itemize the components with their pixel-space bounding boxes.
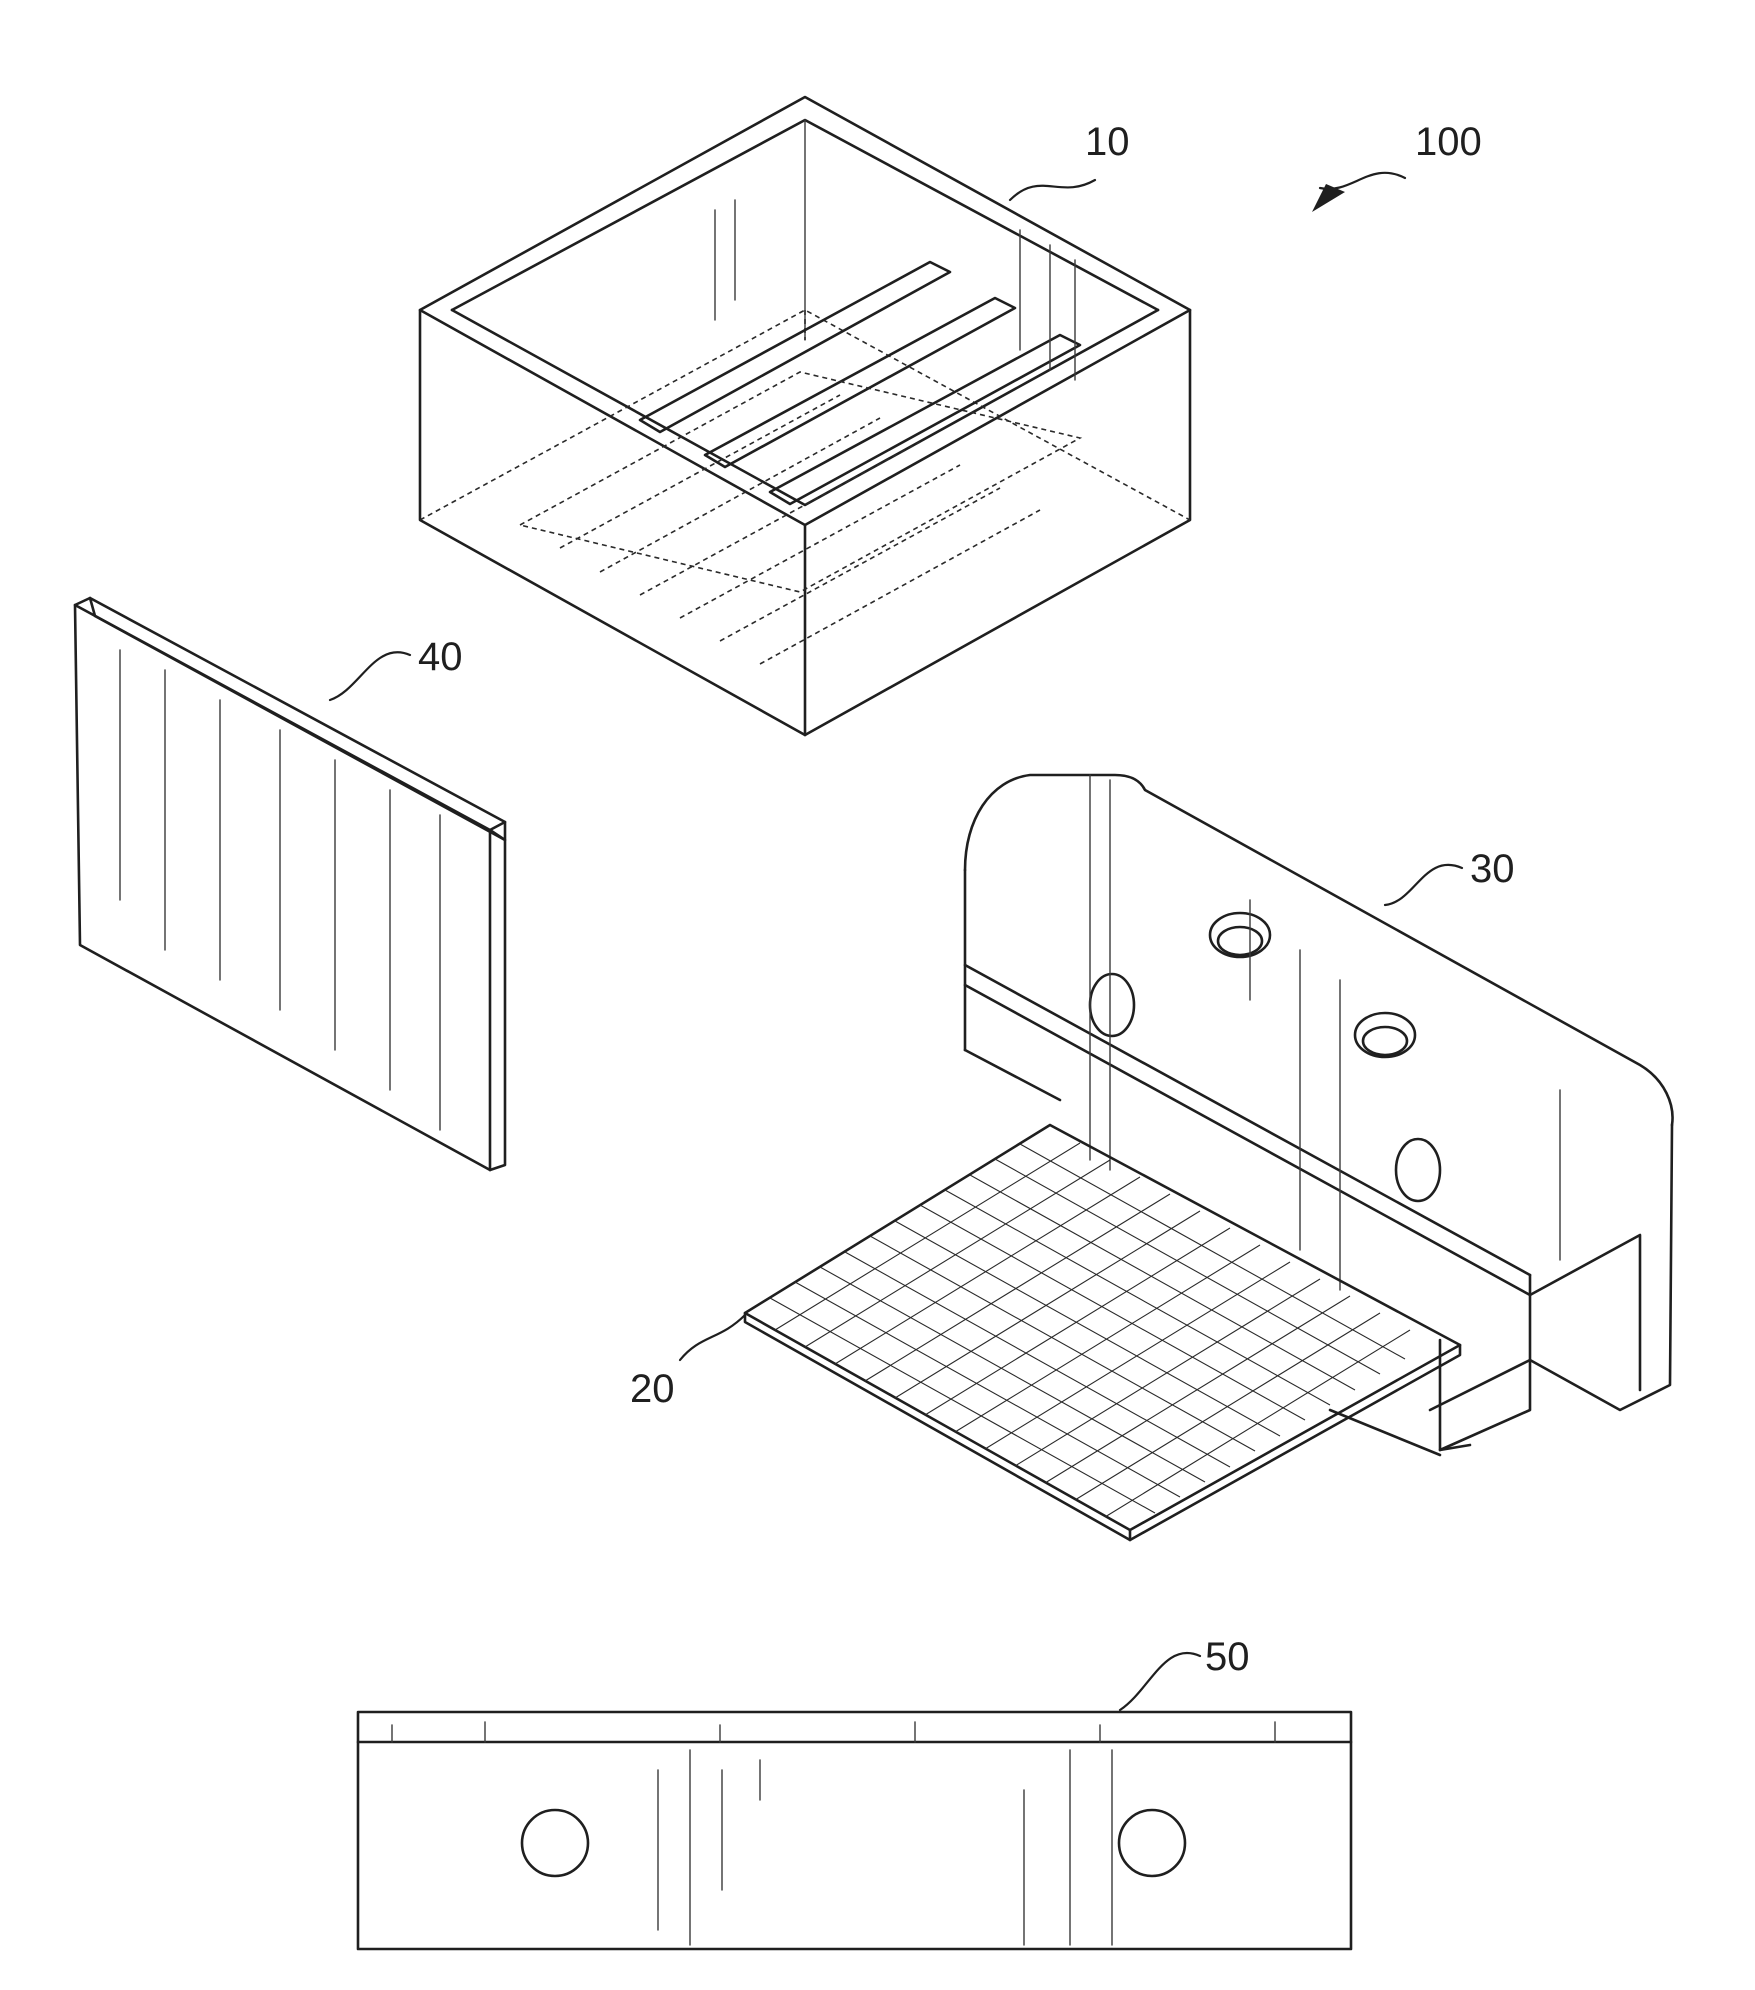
label-40: 40 bbox=[418, 635, 463, 679]
side-plate-40: 40 bbox=[75, 598, 505, 1170]
base-bar-leader bbox=[1120, 1653, 1200, 1710]
label-30: 30 bbox=[1470, 847, 1515, 891]
side-plate-leader bbox=[330, 652, 410, 700]
container-leader bbox=[1010, 180, 1095, 200]
assembly-reference: 100 bbox=[1312, 120, 1482, 212]
label-10: 10 bbox=[1085, 120, 1130, 164]
label-50: 50 bbox=[1205, 1635, 1250, 1679]
mold-block-leader bbox=[1385, 865, 1462, 905]
label-20: 20 bbox=[630, 1367, 675, 1411]
label-100: 100 bbox=[1415, 120, 1482, 164]
mold-block-30: 30 bbox=[965, 775, 1673, 1455]
base-bar-50: 50 bbox=[358, 1635, 1351, 1949]
assembly-leader bbox=[1320, 173, 1405, 189]
container-10: 10 bbox=[420, 97, 1190, 735]
grid-plate-leader bbox=[680, 1315, 745, 1360]
